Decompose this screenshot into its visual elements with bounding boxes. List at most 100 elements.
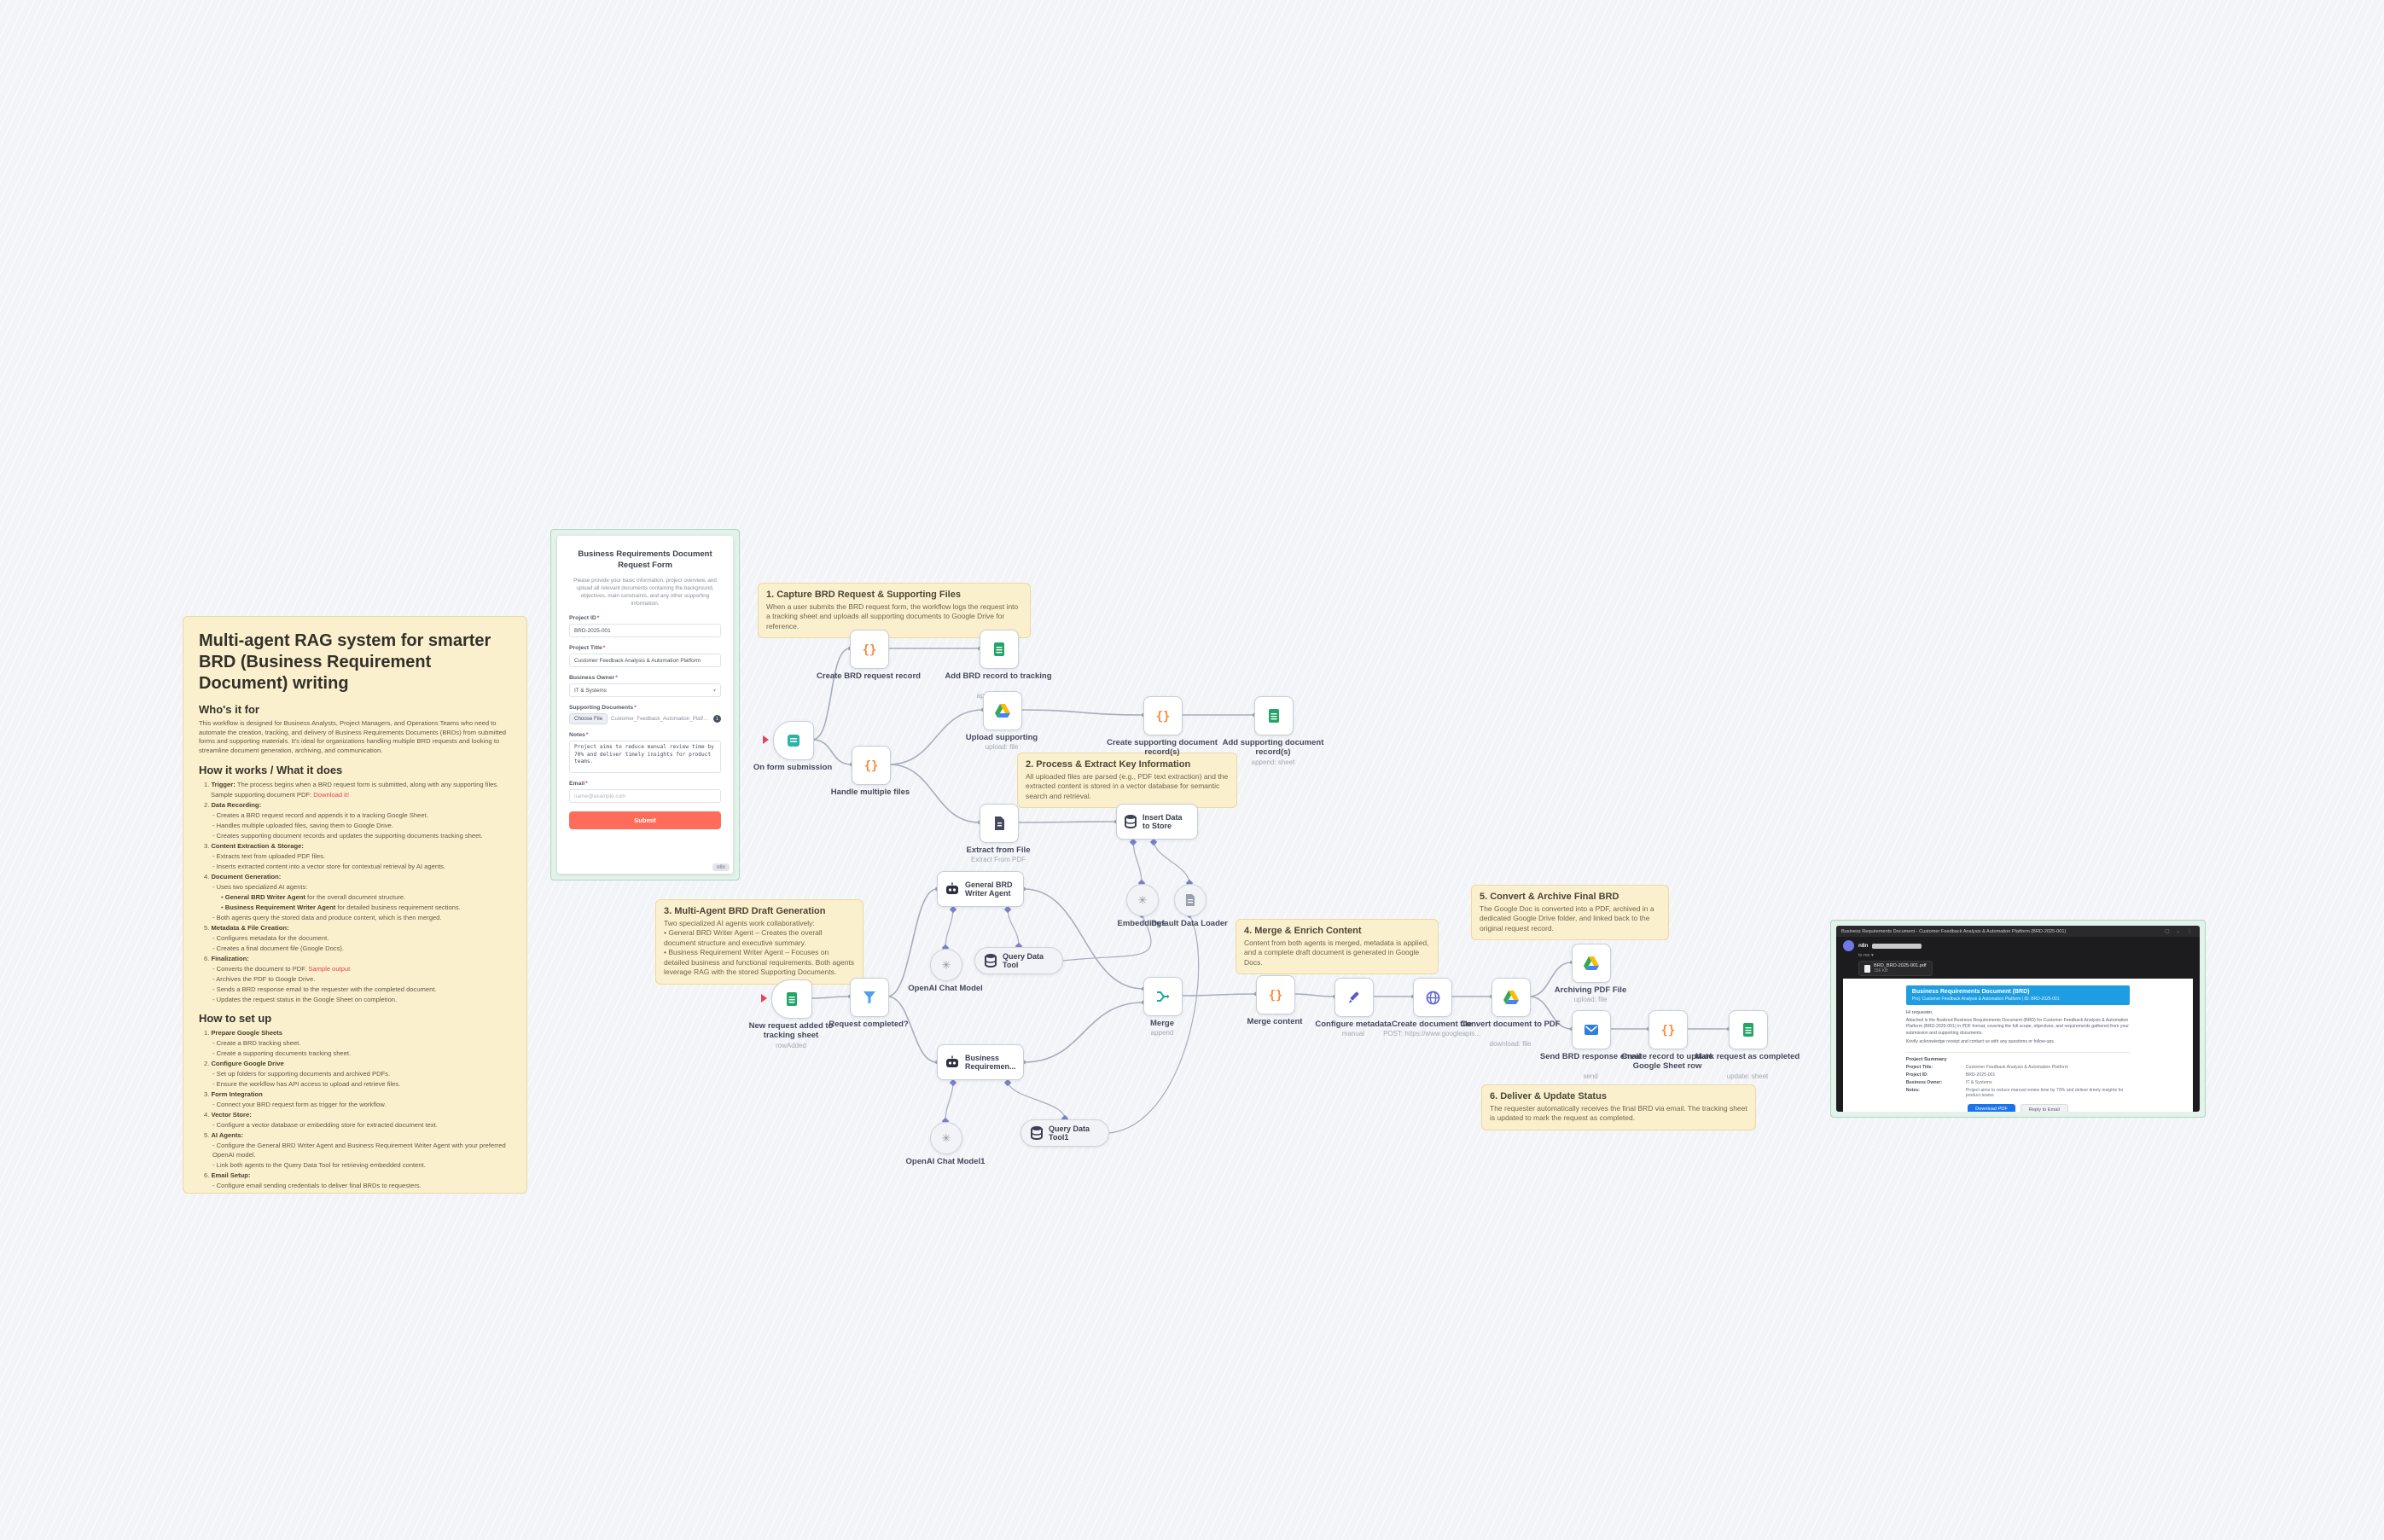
text-input[interactable]: BRD-2025-001 bbox=[569, 624, 721, 638]
doc-red-link[interactable]: Sample output bbox=[308, 964, 351, 973]
recipient-line[interactable]: to me ▾ bbox=[1858, 953, 1874, 958]
email-banner-title: Business Requirements Document (BRD) bbox=[1911, 989, 2030, 995]
node-label: OpenAI Chat Model1 bbox=[905, 1157, 986, 1166]
code-icon: {} bbox=[1660, 1021, 1677, 1038]
svg-text:{}: {} bbox=[1661, 1024, 1676, 1037]
attachment-chip[interactable]: BRD_BRD-2025-001.pdf 156 KB bbox=[1858, 961, 1933, 976]
sticky-body: Two specialized AI agents work collabora… bbox=[664, 919, 855, 977]
node-mark-completed[interactable] bbox=[1729, 1010, 1768, 1049]
node-convert-to-pdf[interactable] bbox=[1491, 978, 1531, 1017]
node-create-document-file[interactable] bbox=[1413, 978, 1452, 1017]
node-query-data-tool1[interactable]: Query Data Tool1 bbox=[1020, 1119, 1109, 1147]
sticky-title: 2. Process & Extract Key Information bbox=[1026, 759, 1191, 770]
email-browser-window: Business Requirements Document - Custome… bbox=[1836, 926, 2200, 1112]
documentation-sticky[interactable]: Multi-agent RAG system for smarter BRD (… bbox=[183, 616, 527, 1194]
node-configure-metadata[interactable] bbox=[1334, 978, 1374, 1017]
node-add-brd-tracking[interactable] bbox=[980, 630, 1019, 669]
text-input[interactable]: Customer Feedback Analysis & Automation … bbox=[569, 654, 721, 668]
file-count-badge: 1 bbox=[713, 715, 721, 724]
notes-textarea[interactable]: Project aims to reduce manual review tim… bbox=[569, 741, 721, 774]
form-field-project-title: Project Title*Customer Feedback Analysis… bbox=[569, 645, 721, 668]
select-input[interactable]: IT & Systems▾ bbox=[569, 683, 721, 698]
node-extract-from-file[interactable] bbox=[980, 804, 1019, 843]
form-field-notes: Notes*Project aims to reduce manual revi… bbox=[569, 732, 721, 774]
node-label: Configure metadata bbox=[1315, 1020, 1392, 1029]
submit-button[interactable]: Submit bbox=[569, 811, 721, 830]
node-insert-data-store[interactable]: Insert Data to Store bbox=[1116, 804, 1198, 840]
node-embeddings[interactable]: ✳ bbox=[1126, 884, 1159, 916]
node-label: Mark request as completed bbox=[1695, 1052, 1800, 1061]
field-value: IT & Systems bbox=[574, 687, 607, 694]
svg-text:✳: ✳ bbox=[1138, 894, 1148, 907]
node-subtitle: POST: https://www.googleapis... bbox=[1383, 1030, 1480, 1037]
sticky-body: The requester automatically receives the… bbox=[1490, 1104, 1747, 1123]
node-default-data-loader[interactable] bbox=[1174, 884, 1207, 916]
reply-button[interactable]: Reply to Email bbox=[2020, 1103, 2068, 1112]
section-sticky-1[interactable]: 1. Capture BRD Request & Supporting File… bbox=[758, 583, 1031, 639]
node-request-completed[interactable] bbox=[850, 978, 889, 1017]
gsheets-icon bbox=[784, 991, 800, 1007]
node-label: Archiving PDF File bbox=[1554, 985, 1627, 995]
node-business-agent[interactable]: Business Requiremen... bbox=[937, 1044, 1024, 1080]
filter-icon bbox=[862, 990, 877, 1005]
node-upload-supporting[interactable] bbox=[983, 691, 1022, 730]
node-create-record-update[interactable]: {} bbox=[1648, 1010, 1688, 1049]
db-icon bbox=[1030, 1125, 1044, 1141]
field-label: Business Owner* bbox=[569, 675, 618, 682]
email-banner: Business Requirements Document (BRD) Pro… bbox=[1905, 985, 2131, 1005]
node-openai-chat-model[interactable]: ✳ bbox=[930, 949, 962, 981]
doc-text: - Link both agents to the Query Data Too… bbox=[212, 1160, 426, 1169]
node-label: Merge bbox=[1150, 1019, 1174, 1028]
node-create-supporting-record[interactable]: {} bbox=[1143, 696, 1183, 735]
node-create-brd-record[interactable]: {} bbox=[850, 630, 889, 669]
doc-text: • Business Requirement Writer Agent for … bbox=[221, 903, 461, 911]
choose-file-button[interactable]: Choose File bbox=[569, 713, 608, 725]
doc-heading: How it works / What it does bbox=[199, 763, 343, 776]
form-title: Business Requirements Document Request F… bbox=[578, 549, 712, 570]
sender-address-redacted bbox=[1872, 943, 1922, 949]
sticky-title: 6. Deliver & Update Status bbox=[1490, 1091, 1607, 1101]
node-on-form-submission[interactable] bbox=[773, 721, 814, 760]
doc-text: 2. Configure Google Drive bbox=[204, 1059, 284, 1067]
loader-icon bbox=[1184, 893, 1196, 907]
sticky-title: 5. Convert & Archive Final BRD bbox=[1480, 892, 1619, 902]
db-icon bbox=[984, 953, 997, 968]
node-handle-multiple-files[interactable]: {} bbox=[852, 746, 891, 785]
doc-text: - Both agents query the stored data and … bbox=[212, 913, 442, 921]
summary-label: Project ID: bbox=[1905, 1072, 1928, 1078]
doc-text: - Set up folders for supporting document… bbox=[212, 1069, 391, 1078]
node-subtitle: rowAdded bbox=[775, 1042, 807, 1049]
node-label: On form submission bbox=[753, 763, 833, 772]
node-label: Add BRD record to tracking bbox=[945, 671, 1052, 681]
node-merge[interactable] bbox=[1143, 977, 1183, 1016]
node-general-agent[interactable]: General BRD Writer Agent bbox=[937, 871, 1024, 907]
download-pdf-button[interactable]: Download PDF bbox=[1968, 1103, 2015, 1112]
summary-value: Project aims to reduce manual review tim… bbox=[1965, 1087, 2124, 1098]
doc-text: - Extracts text from uploaded PDF files. bbox=[212, 851, 326, 860]
node-subtitle: update: sheet bbox=[1726, 1072, 1769, 1080]
node-add-supporting-record[interactable] bbox=[1254, 696, 1294, 735]
doc-red-link[interactable]: Download it! bbox=[313, 790, 350, 799]
node-archiving-pdf[interactable] bbox=[1572, 944, 1611, 983]
node-label: New request added to tracking sheet bbox=[748, 1021, 834, 1041]
doc-text: - Configure the General BRD Writer Agent… bbox=[212, 1141, 506, 1159]
node-label: Create supporting document record(s) bbox=[1107, 738, 1218, 758]
node-merge-content[interactable]: {} bbox=[1256, 975, 1295, 1014]
doc-text: - Ensure the workflow has API access to … bbox=[212, 1079, 401, 1088]
node-send-email[interactable] bbox=[1572, 1010, 1611, 1049]
node-label: Default Data Loader bbox=[1151, 919, 1228, 928]
node-new-request-trigger[interactable] bbox=[771, 979, 812, 1019]
text-input[interactable]: name@example.com bbox=[569, 789, 721, 804]
node-label: Convert document to PDF bbox=[1460, 1020, 1561, 1029]
node-openai-chat-model1[interactable]: ✳ bbox=[930, 1122, 962, 1154]
node-query-data-tool[interactable]: Query Data Tool bbox=[974, 947, 1063, 974]
node-label: Add supporting document record(s) bbox=[1222, 738, 1324, 758]
